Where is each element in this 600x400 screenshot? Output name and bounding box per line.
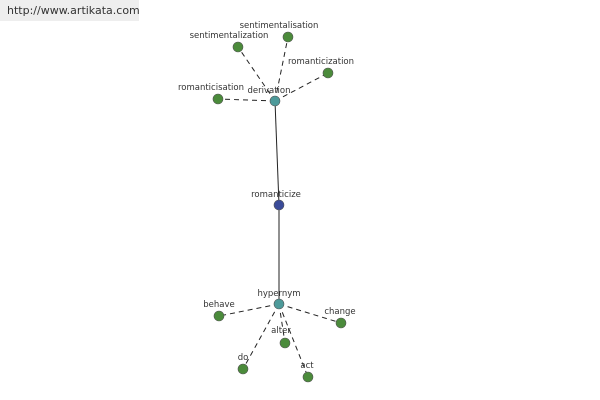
- edge-hypernym-act: [278, 303, 309, 378]
- label-leaf-behave[interactable]: behave: [203, 300, 234, 310]
- graph-nodes: [212, 31, 347, 383]
- edge-center-derivation: [274, 100, 280, 206]
- edge-derivation-sentimentalization: [237, 46, 276, 102]
- label-leaf-do[interactable]: do: [238, 353, 249, 363]
- label-leaf-alter[interactable]: alter: [271, 326, 291, 336]
- edge-hypernym-change: [278, 303, 342, 324]
- edge-derivation-romanticisation: [217, 98, 276, 102]
- node-leaf-sentimentalization[interactable]: [232, 41, 244, 53]
- label-leaf-romanticization[interactable]: romanticization: [288, 57, 354, 67]
- node-leaf-romanticization[interactable]: [322, 67, 334, 79]
- node-leaf-act[interactable]: [302, 371, 314, 383]
- edge-derivation-romanticization: [274, 72, 329, 102]
- url-link[interactable]: http://www.artikata.com: [7, 4, 140, 17]
- edge-hypernym-do: [242, 303, 280, 370]
- label-center[interactable]: romanticize: [251, 190, 301, 200]
- label-relation-hypernym[interactable]: hypernym: [257, 289, 300, 299]
- node-leaf-behave[interactable]: [213, 310, 225, 322]
- node-leaf-do[interactable]: [237, 363, 249, 375]
- label-relation-derivation[interactable]: derivation: [247, 86, 290, 96]
- node-leaf-sentimentalisation[interactable]: [282, 31, 294, 43]
- edge-hypernym-alter: [278, 303, 286, 344]
- node-relation-derivation[interactable]: [269, 95, 281, 107]
- node-leaf-change[interactable]: [335, 317, 347, 329]
- node-relation-hypernym[interactable]: [273, 298, 285, 310]
- edge-derivation-sentimentalisation: [274, 36, 289, 102]
- node-leaf-romanticisation[interactable]: [212, 93, 224, 105]
- edge-hypernym-behave: [218, 303, 280, 317]
- label-leaf-act[interactable]: act: [300, 361, 314, 371]
- label-leaf-romanticisation[interactable]: romanticisation: [178, 83, 244, 93]
- label-leaf-change[interactable]: change: [324, 307, 355, 317]
- graph-edges: [217, 36, 342, 378]
- node-leaf-alter[interactable]: [279, 337, 291, 349]
- label-leaf-sentimentalisation[interactable]: sentimentalisation: [240, 21, 319, 31]
- graph-labels: romanticize derivation sentimentalizations…: [178, 21, 356, 371]
- node-center[interactable]: [273, 199, 285, 211]
- url-banner: http://www.artikata.com: [0, 0, 140, 21]
- label-leaf-sentimentalization[interactable]: sentimentalization: [190, 31, 269, 41]
